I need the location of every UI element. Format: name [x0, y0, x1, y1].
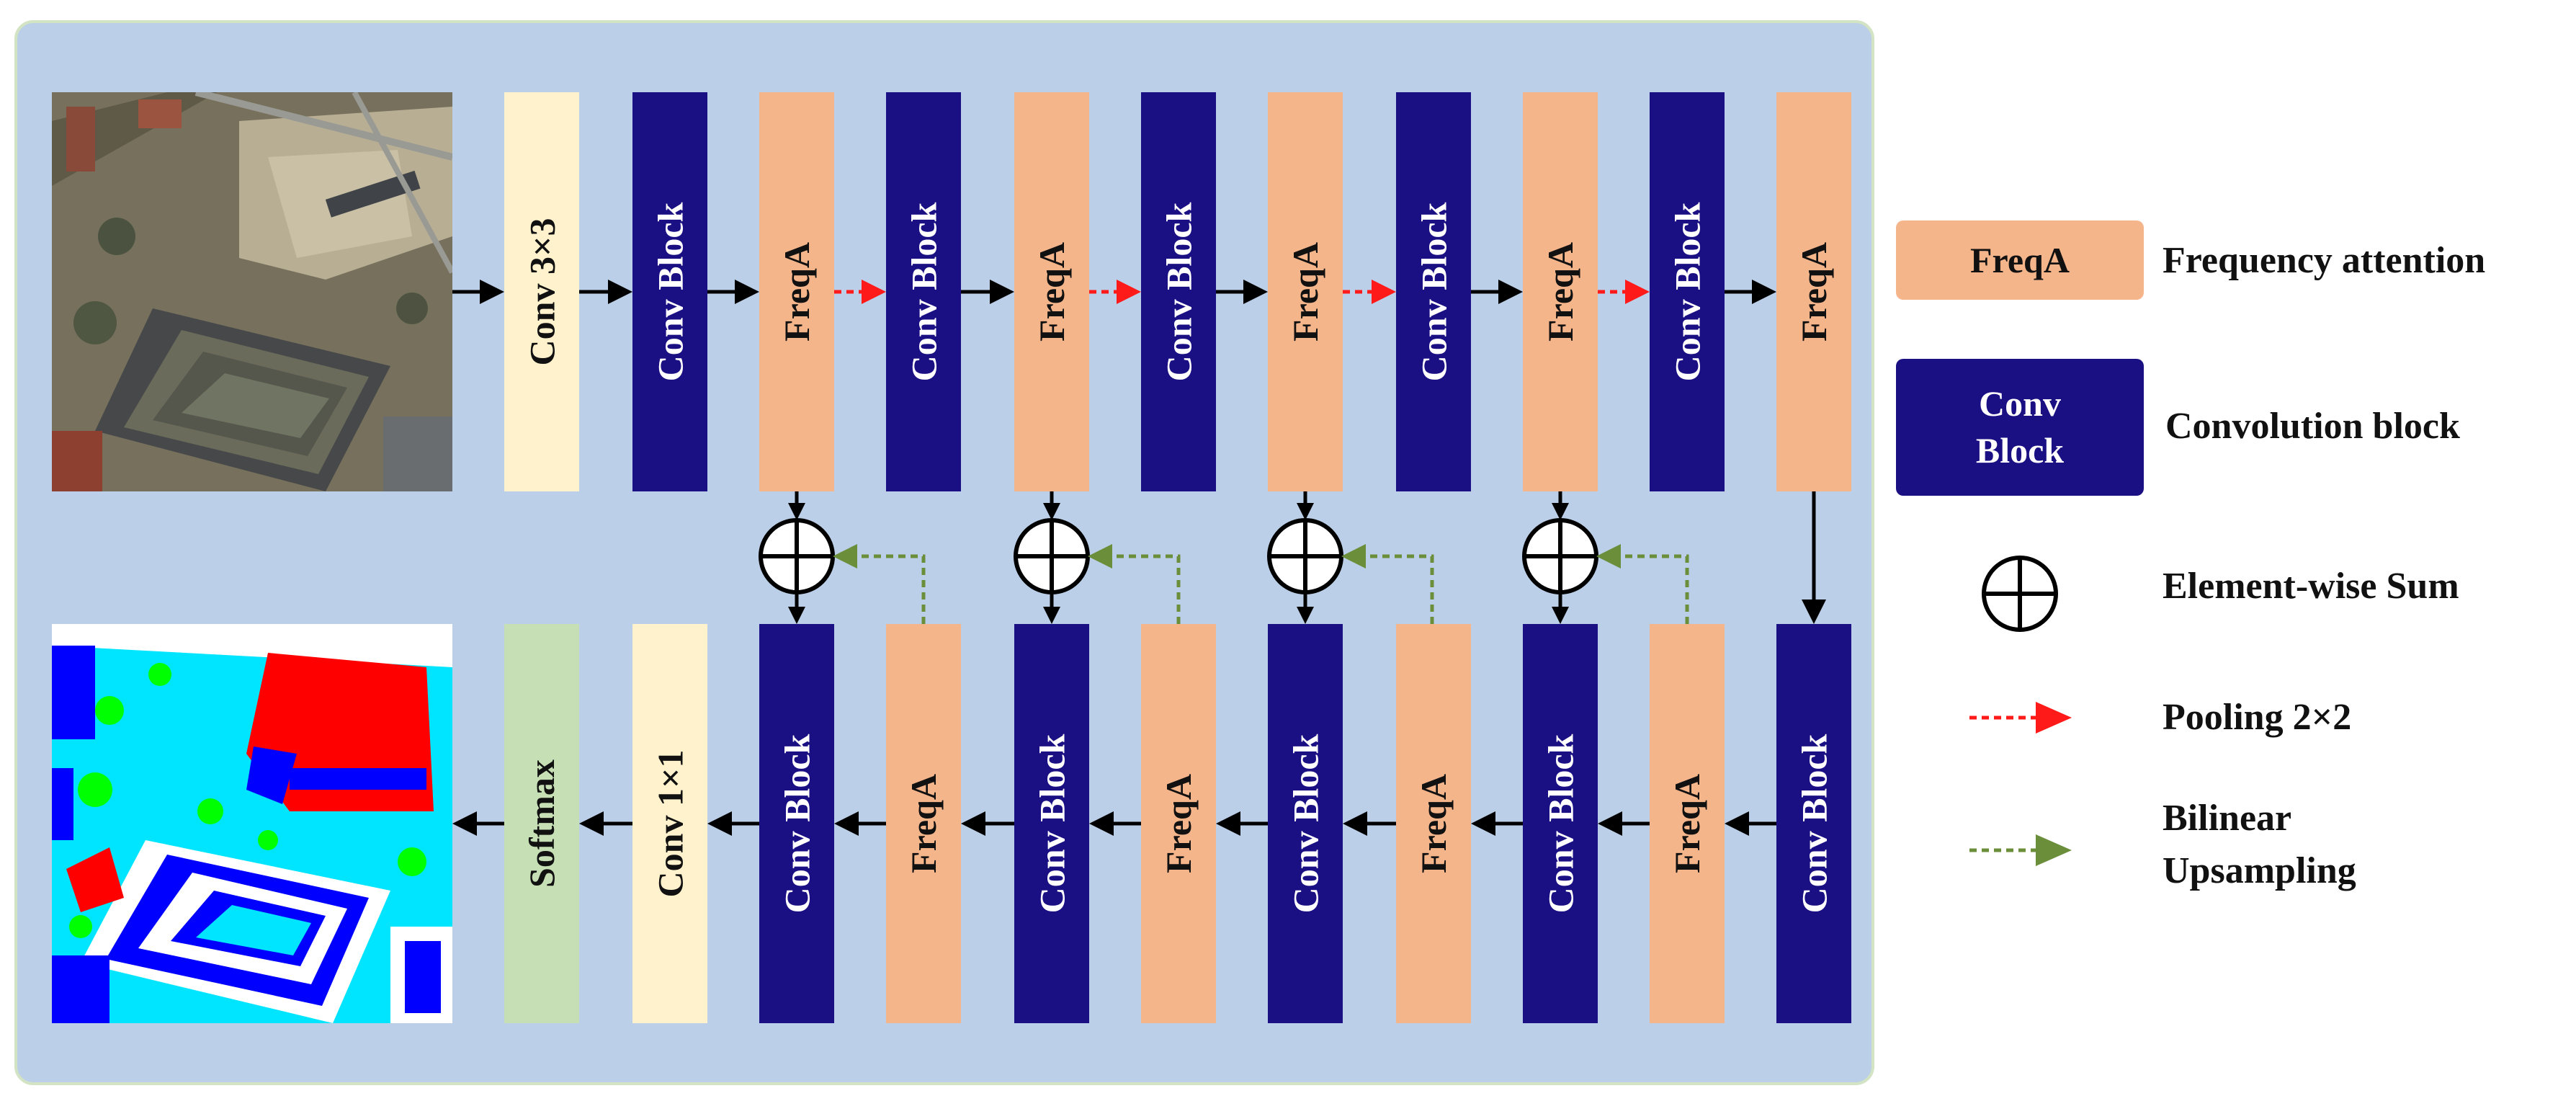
- encoder-freqa-9-label: FreqA: [1794, 242, 1835, 342]
- decoder-freqa-7-label: FreqA: [1667, 774, 1708, 873]
- encoder-conv-block-2-label: Conv Block: [903, 202, 944, 382]
- legend-upsample-line2: Upsampling: [2163, 850, 2356, 891]
- decoder-conv-block-2-label: Conv Block: [1032, 734, 1073, 914]
- decoder-freqa-5: FreqA: [1396, 624, 1471, 1023]
- legend-freqa-box: FreqA: [1896, 220, 2144, 300]
- encoder-freqa-5-label: FreqA: [1285, 242, 1326, 342]
- encoder-conv3x3: Conv 3×3: [504, 92, 579, 491]
- decoder-conv1x1: Conv 1×1: [632, 624, 707, 1023]
- legend-upsampling-arrow-icon: [1969, 834, 2072, 866]
- encoder-conv-block-0-label: Conv Block: [650, 202, 691, 382]
- legend-freqa-box-label: FreqA: [1970, 239, 2070, 280]
- legend-conv-box-line2: Block: [1975, 430, 2065, 471]
- legend-upsample-line1: Bilinear: [2163, 798, 2292, 839]
- decoder-freqa-3: FreqA: [1141, 624, 1216, 1023]
- legend-conv-box-line1: Conv: [1979, 383, 2061, 424]
- decoder-conv-block-6: Conv Block: [1523, 624, 1598, 1023]
- decoder-softmax-label: Softmax: [522, 759, 563, 888]
- encoder-freqa-1: FreqA: [759, 92, 834, 491]
- decoder-conv-block-0-label: Conv Block: [777, 734, 818, 914]
- decoder-conv-block-4: Conv Block: [1268, 624, 1343, 1023]
- legend-conv-box: Conv Block: [1896, 359, 2144, 496]
- decoder-freqa-1: FreqA: [886, 624, 961, 1023]
- decoder-conv-block-8-label: Conv Block: [1794, 734, 1835, 914]
- legend-conv-text: Convolution block: [2165, 406, 2460, 447]
- encoder-conv-block-4-label: Conv Block: [1158, 202, 1199, 382]
- encoder-freqa-7-label: FreqA: [1540, 242, 1581, 342]
- encoder-freqa-9: FreqA: [1776, 92, 1851, 491]
- decoder-conv-block-0: Conv Block: [759, 624, 834, 1023]
- encoder-conv-block-2: Conv Block: [886, 92, 961, 491]
- encoder-conv-block-8-label: Conv Block: [1667, 202, 1708, 382]
- encoder-conv-block-6: Conv Block: [1396, 92, 1471, 491]
- encoder-conv3x3-label: Conv 3×3: [522, 218, 563, 366]
- legend-pooling-arrow-icon: [1969, 702, 2072, 734]
- encoder-conv-block-8: Conv Block: [1650, 92, 1725, 491]
- encoder-freqa-3: FreqA: [1014, 92, 1089, 491]
- decoder-conv-block-8: Conv Block: [1776, 624, 1851, 1023]
- encoder-conv-block-4: Conv Block: [1141, 92, 1216, 491]
- encoder-freqa-5: FreqA: [1268, 92, 1343, 491]
- output-segmentation-image: [52, 624, 452, 1023]
- legend-freqa-text: Frequency attention: [2163, 240, 2486, 281]
- segmentation-map-art: [52, 624, 452, 1023]
- decoder-freqa-7: FreqA: [1650, 624, 1725, 1023]
- encoder-conv-block-6-label: Conv Block: [1413, 202, 1454, 382]
- encoder-freqa-1-label: FreqA: [777, 242, 818, 342]
- decoder-softmax: Softmax: [504, 624, 579, 1023]
- decoder-freqa-5-label: FreqA: [1413, 774, 1454, 873]
- decoder-conv-block-2: Conv Block: [1014, 624, 1089, 1023]
- decoder-freqa-3-label: FreqA: [1158, 774, 1199, 873]
- legend-sum-icon: [1982, 556, 2058, 632]
- encoder-conv-block-0: Conv Block: [632, 92, 707, 491]
- encoder-freqa-7: FreqA: [1523, 92, 1598, 491]
- encoder-freqa-3-label: FreqA: [1032, 242, 1073, 342]
- decoder-freqa-1-label: FreqA: [903, 774, 944, 873]
- legend-pool-text: Pooling 2×2: [2163, 697, 2352, 738]
- legend-upsample-text: Bilinear Upsampling: [2163, 793, 2356, 898]
- decoder-conv1x1-label: Conv 1×1: [650, 749, 691, 898]
- input-aerial-image: [52, 92, 452, 491]
- aerial-photo-art: [52, 92, 452, 491]
- legend-sum-text: Element-wise Sum: [2163, 566, 2459, 607]
- decoder-conv-block-4-label: Conv Block: [1285, 734, 1326, 914]
- decoder-conv-block-6-label: Conv Block: [1540, 734, 1581, 914]
